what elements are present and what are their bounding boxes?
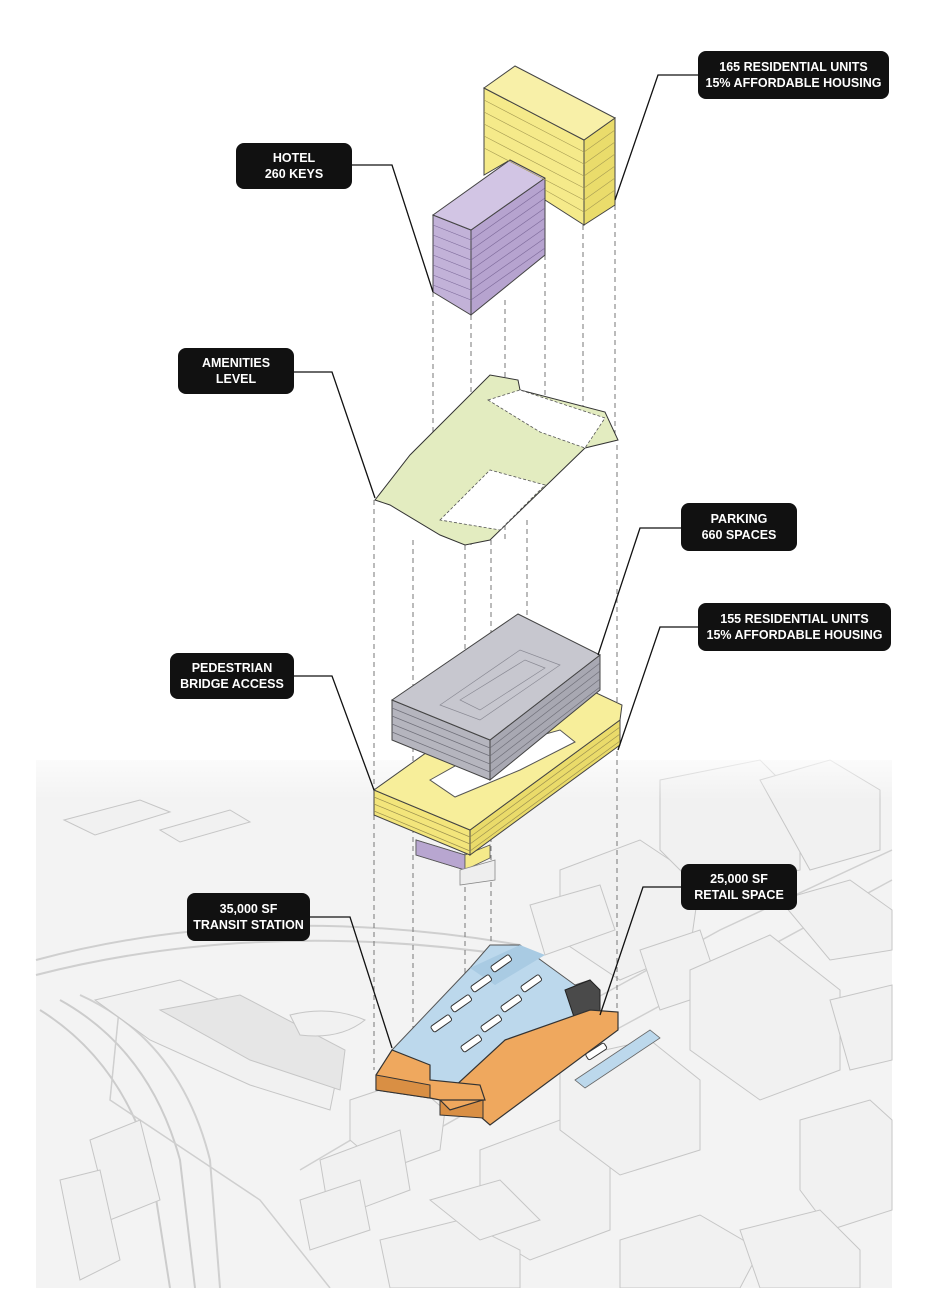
amenities-plate <box>374 374 619 546</box>
residential-lower-label-line1: 155 RESIDENTIAL UNITS <box>720 612 869 626</box>
hotel-label-line2: 260 KEYS <box>264 167 324 181</box>
parking-label: PARKING 660 SPACES <box>681 503 797 551</box>
residential-lower-label-line2: 15% AFFORDABLE HOUSING <box>706 628 883 642</box>
residential-tower-label-line2: 15% AFFORDABLE HOUSING <box>705 76 882 90</box>
leader-lines <box>294 74 698 1049</box>
parking-block <box>390 613 601 782</box>
retail-label: 25,000 SF RETAIL SPACE <box>681 864 797 910</box>
retail-label-line2: RETAIL SPACE <box>694 888 784 902</box>
residential-tower-label: 165 RESIDENTIAL UNITS 15% AFFORDABLE HOU… <box>698 51 889 99</box>
residential-tower <box>483 65 616 226</box>
pedestrian-bridge-label-line2: BRIDGE ACCESS <box>180 677 284 691</box>
transit-station-label-line1: 35,000 SF <box>219 902 278 916</box>
residential-lower-label: 155 RESIDENTIAL UNITS 15% AFFORDABLE HOU… <box>698 603 891 651</box>
parking-label-line2: 660 SPACES <box>701 528 777 542</box>
amenities-label-line2: LEVEL <box>215 372 257 386</box>
parking-label-line1: PARKING <box>710 512 768 526</box>
retail-label-line1: 25,000 SF <box>710 872 768 886</box>
hotel-tower <box>431 159 546 317</box>
amenities-label-line1: AMENITIES <box>201 356 271 370</box>
transit-retail-podium <box>375 944 661 1126</box>
transit-station-label-line2: TRANSIT STATION <box>193 918 304 932</box>
hotel-label: HOTEL 260 KEYS <box>236 143 352 189</box>
residential-tower-label-line1: 165 RESIDENTIAL UNITS <box>719 60 868 74</box>
amenities-label: AMENITIES LEVEL <box>178 348 294 394</box>
hotel-label-line1: HOTEL <box>272 151 316 165</box>
pedestrian-bridge-label: PEDESTRIAN BRIDGE ACCESS <box>170 653 294 699</box>
pedestrian-bridge-label-line1: PEDESTRIAN <box>191 661 273 675</box>
transit-station-label: 35,000 SF TRANSIT STATION <box>187 893 310 941</box>
